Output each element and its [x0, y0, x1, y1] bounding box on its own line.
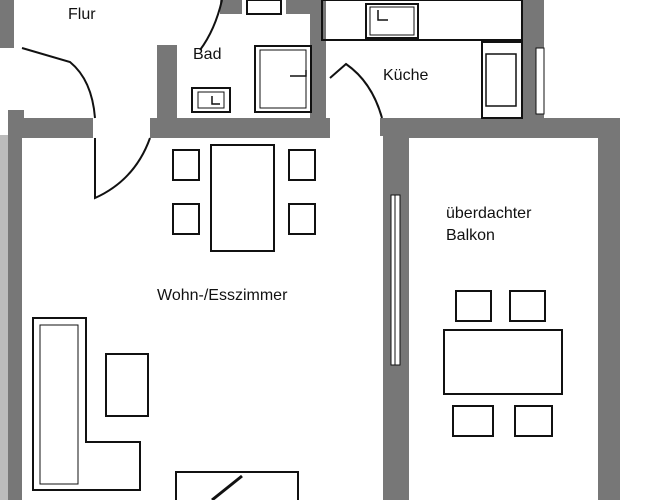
- kitchen-counter-top: [321, 0, 523, 41]
- sofa-l-shape: [32, 317, 141, 491]
- window-kitchen-right: [535, 47, 545, 115]
- living-furniture: [32, 144, 316, 500]
- wall-living-top-left: [8, 118, 93, 138]
- room-label-flur: Flur: [68, 6, 96, 23]
- wall-bad-top-stub-2: [286, 0, 310, 14]
- room-label-bad: Bad: [193, 46, 221, 63]
- balcony-chair: [452, 405, 494, 437]
- wall-left: [8, 110, 22, 500]
- bad-floor: [177, 14, 310, 118]
- room-label-balkon-1: überdachter: [446, 205, 532, 222]
- balcony-chair: [514, 405, 553, 437]
- kitchen-stove: [485, 53, 517, 107]
- room-label-kueche: Küche: [383, 67, 428, 84]
- kitchen-floor: [326, 0, 522, 118]
- dining-chair: [172, 149, 200, 181]
- shower-tray-inner: [259, 49, 307, 109]
- tv-unit: [175, 471, 299, 500]
- washbasin: [191, 87, 231, 113]
- toilet-cistern: [246, 0, 282, 15]
- wall-bad-top-stub: [220, 0, 242, 14]
- door-gap-kitchen: [330, 118, 380, 138]
- washbasin-tap-icon: [211, 96, 220, 105]
- balcony-chair: [509, 290, 546, 322]
- balcony-floor: [409, 138, 598, 500]
- wall-balcony-top: [383, 118, 620, 138]
- kitchen-counter-right: [481, 41, 523, 119]
- dining-chair: [288, 149, 316, 181]
- door-flur-top: [199, 0, 223, 51]
- door-kitchen: [329, 62, 383, 119]
- dining-table: [210, 144, 275, 252]
- balcony-chair: [455, 290, 492, 322]
- room-label-wohnzimmer: Wohn-/Esszimmer: [157, 287, 288, 304]
- shower-drain-icon: [290, 70, 307, 77]
- coffee-table: [105, 353, 149, 417]
- door-living: [94, 137, 151, 200]
- balcony-furniture: [443, 290, 563, 437]
- windows: [0, 47, 545, 500]
- tv-unit-line: [211, 474, 243, 500]
- dining-chair: [172, 203, 200, 235]
- washbasin-inner: [197, 91, 225, 109]
- kitchen-sink: [365, 3, 419, 39]
- kitchen-tap-icon: [377, 10, 388, 21]
- dining-chair: [288, 203, 316, 235]
- wall-bad-left: [157, 45, 177, 138]
- window-left-wall: [0, 135, 8, 500]
- wall-bad-kitchen: [310, 0, 326, 138]
- wall-living-top-right: [150, 118, 330, 138]
- wall-balcony-right: [598, 118, 620, 500]
- room-label-balkon-2: Balkon: [446, 227, 495, 244]
- kitchen-fixtures: [321, 0, 523, 119]
- bathroom-fixtures: [191, 0, 312, 113]
- doors: [21, 0, 383, 200]
- door-flur-entry: [21, 47, 96, 119]
- shower-tray: [254, 45, 312, 113]
- balcony-table: [443, 329, 563, 395]
- door-gap-living: [93, 118, 150, 138]
- wall-left-upper: [0, 0, 14, 48]
- sofa-l-shape-inner: [39, 324, 79, 485]
- kitchen-sink-inner: [369, 6, 415, 36]
